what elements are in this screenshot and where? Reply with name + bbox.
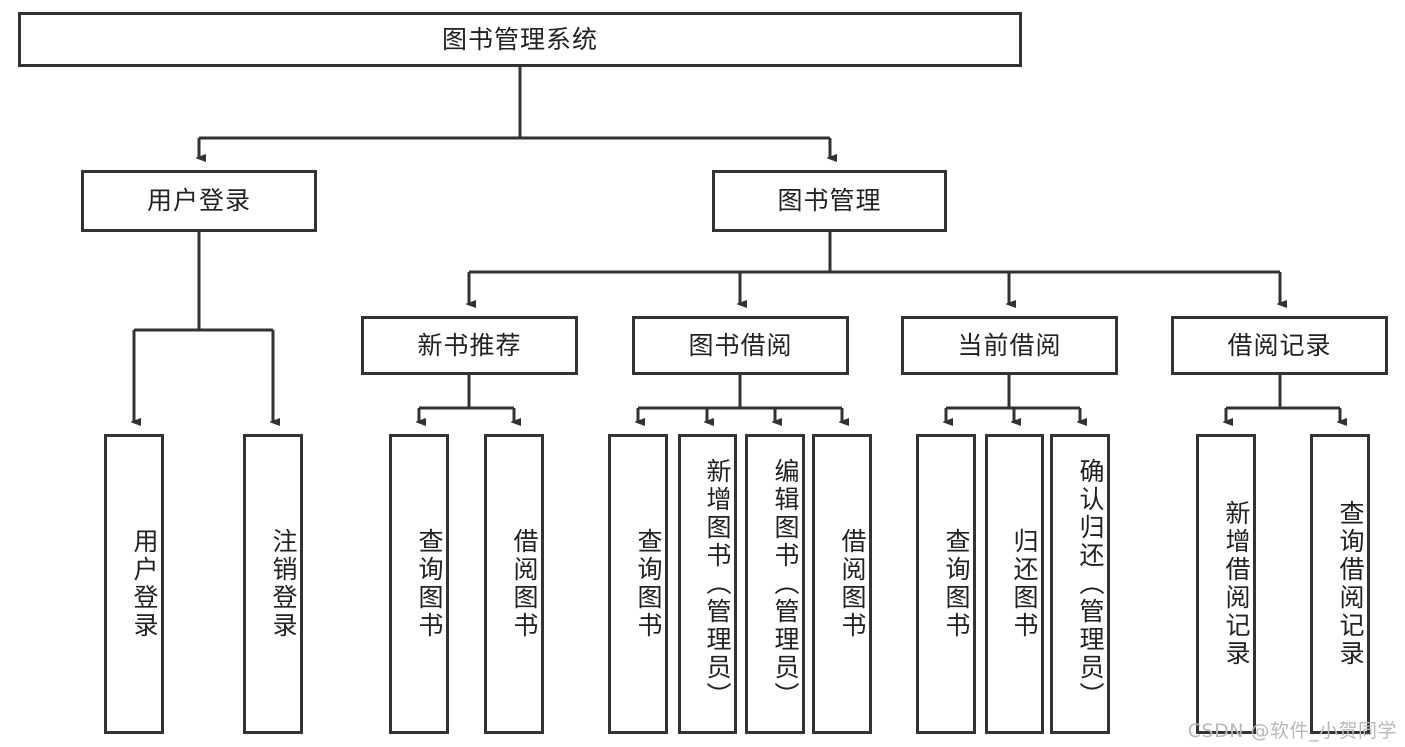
leaf-node[interactable]: 借阅图书 [484,434,544,734]
leaf-label: 注销登录 [269,528,298,640]
leaf-label: 借阅图书 [838,528,867,640]
leaf-label: 查询图书 [415,528,444,640]
node-label: 用户登录 [146,186,251,216]
leaf-label: 借阅图书 [510,528,539,640]
node-new-book-recommend[interactable]: 新书推荐 [361,316,578,375]
leaf-label: 查询图书 [634,528,663,640]
leaf-label: 用户登录 [130,528,159,640]
leaf-label: 查询借阅记录 [1336,500,1365,668]
leaf-node[interactable]: 借阅图书 [812,434,872,734]
node-root-label: 图书管理系统 [441,24,598,54]
watermark-text: CSDN @软件_小贺同学 [1187,720,1397,742]
leaf-label: 新增图书（管理员） [703,458,732,710]
leaf-label: 查询图书 [942,528,971,640]
leaf-node[interactable]: 编辑图书（管理员） [745,434,805,734]
leaf-node[interactable]: 新增图书（管理员） [678,434,737,734]
leaf-node[interactable]: 确认归还（管理员） [1050,434,1110,734]
leaf-node[interactable]: 注销登录 [243,434,303,734]
node-label: 图书借阅 [688,330,793,360]
node-root[interactable]: 图书管理系统 [18,12,1022,67]
leaf-label: 编辑图书（管理员） [771,458,800,710]
leaf-node[interactable]: 查询图书 [608,434,668,734]
leaf-label: 归还图书 [1010,528,1039,640]
leaf-label: 确认归还（管理员） [1076,458,1105,710]
node-label: 图书管理 [777,186,882,216]
leaf-label: 新增借阅记录 [1222,500,1251,668]
node-book-borrow[interactable]: 图书借阅 [632,316,849,375]
node-book-management[interactable]: 图书管理 [712,170,947,232]
leaf-node[interactable]: 新增借阅记录 [1196,434,1256,734]
node-user-login[interactable]: 用户登录 [81,170,317,232]
leaf-node[interactable]: 查询图书 [916,434,976,734]
node-label: 当前借阅 [957,330,1062,360]
leaf-node[interactable]: 归还图书 [985,434,1044,734]
leaf-node[interactable]: 用户登录 [104,434,164,734]
node-label: 新书推荐 [417,330,522,360]
node-label: 借阅记录 [1227,330,1332,360]
node-current-borrow[interactable]: 当前借阅 [901,316,1118,375]
node-borrow-record[interactable]: 借阅记录 [1171,316,1388,375]
leaf-node[interactable]: 查询图书 [389,434,449,734]
leaf-node[interactable]: 查询借阅记录 [1310,434,1370,734]
